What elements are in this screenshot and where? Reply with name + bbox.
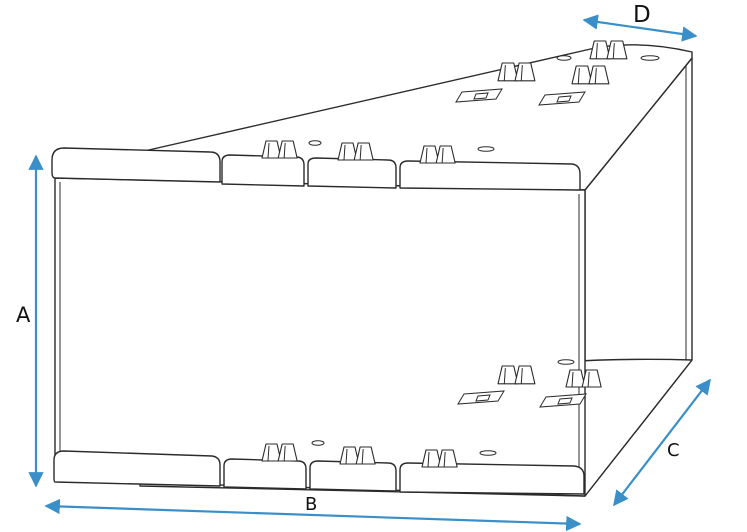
clip-leaf-fold	[441, 147, 444, 164]
mounting-hole	[311, 440, 325, 446]
clip-leaf-fold	[425, 147, 428, 164]
clip-leaf-fold	[359, 144, 362, 161]
dimension-label-b: B	[305, 494, 317, 515]
mounting-hole	[557, 359, 575, 365]
bottom-lip-segment	[309, 460, 397, 492]
dimension-arrow-d	[582, 14, 698, 42]
clip-leaf-fold	[345, 448, 348, 465]
top-lip-segments	[51, 147, 581, 191]
clip-leaf	[514, 62, 536, 82]
dimension-arrows	[28, 14, 711, 532]
clip-leaf	[353, 142, 374, 161]
clip-leaf-fold	[577, 68, 580, 84]
dimension-arrow-b	[44, 498, 582, 532]
dimension-label-c: C	[667, 440, 680, 461]
top-lip-segment	[399, 160, 581, 191]
clip-base-slot	[473, 92, 489, 100]
clip-leaf	[261, 443, 282, 462]
mounting-hole	[477, 146, 495, 152]
clip-leaf-fold	[267, 142, 270, 159]
clip-leaf	[589, 40, 611, 60]
clip-leaf-fold	[361, 448, 364, 465]
bottom-lip-segments	[53, 450, 585, 495]
mounting-hole	[479, 450, 497, 456]
mounting-hole	[308, 140, 322, 146]
clip-leaf-fold	[343, 144, 346, 161]
top-lip-segment	[51, 147, 221, 183]
clip-leaf	[606, 40, 628, 60]
top-lip-segment	[307, 157, 397, 189]
top-lip-segment	[221, 154, 305, 187]
clip-leaf-fold	[571, 371, 574, 388]
clip-leaf	[337, 142, 358, 161]
mounting-clips	[261, 40, 660, 468]
clip-leaf-fold	[267, 445, 270, 462]
clip-leaf-fold	[443, 451, 446, 468]
shelf-body	[54, 44, 693, 497]
clip-leaf	[437, 449, 458, 468]
clip-leaf	[277, 443, 298, 462]
front-frame	[54, 177, 586, 497]
clip-leaf-fold	[283, 142, 286, 159]
bottom-lip-segment	[223, 458, 307, 490]
clip-leaf-fold	[503, 368, 506, 384]
clip-leaf	[339, 446, 360, 465]
clip-leaf	[277, 140, 298, 159]
bottom-lip-segment	[53, 450, 221, 487]
clip-leaf-fold	[587, 371, 590, 388]
clip-base-slot	[475, 394, 491, 402]
clip-leaf	[421, 449, 442, 468]
dimension-label-a: A	[16, 303, 31, 327]
mounting-hole	[640, 55, 660, 61]
clip-leaf	[355, 446, 376, 465]
clip-base-slot	[557, 397, 573, 405]
dimension-arrow-c	[613, 378, 711, 507]
clip-leaf-fold	[283, 445, 286, 462]
clip-base-slot	[556, 95, 572, 103]
clip-leaf	[581, 369, 602, 388]
clip-leaf-fold	[595, 43, 598, 59]
clip-leaf	[514, 365, 536, 385]
clip-leaf	[588, 65, 610, 85]
mounting-hole	[556, 55, 572, 61]
clip-leaf-fold	[612, 43, 615, 59]
clip-leaf	[497, 62, 519, 82]
clip-leaf	[419, 145, 440, 164]
clip-leaf	[571, 65, 593, 85]
clip-leaf	[261, 140, 282, 159]
clip-leaf	[565, 369, 586, 388]
clip-leaf	[497, 365, 519, 385]
dimension-label-d: D	[633, 2, 651, 28]
clip-leaf-fold	[427, 451, 430, 468]
clip-leaf-fold	[520, 368, 523, 384]
clip-leaf-fold	[594, 68, 597, 84]
clip-leaf	[435, 145, 456, 164]
clip-leaf-fold	[520, 65, 523, 81]
clip-leaf-fold	[503, 65, 506, 81]
bottom-lip-segment	[399, 462, 585, 495]
